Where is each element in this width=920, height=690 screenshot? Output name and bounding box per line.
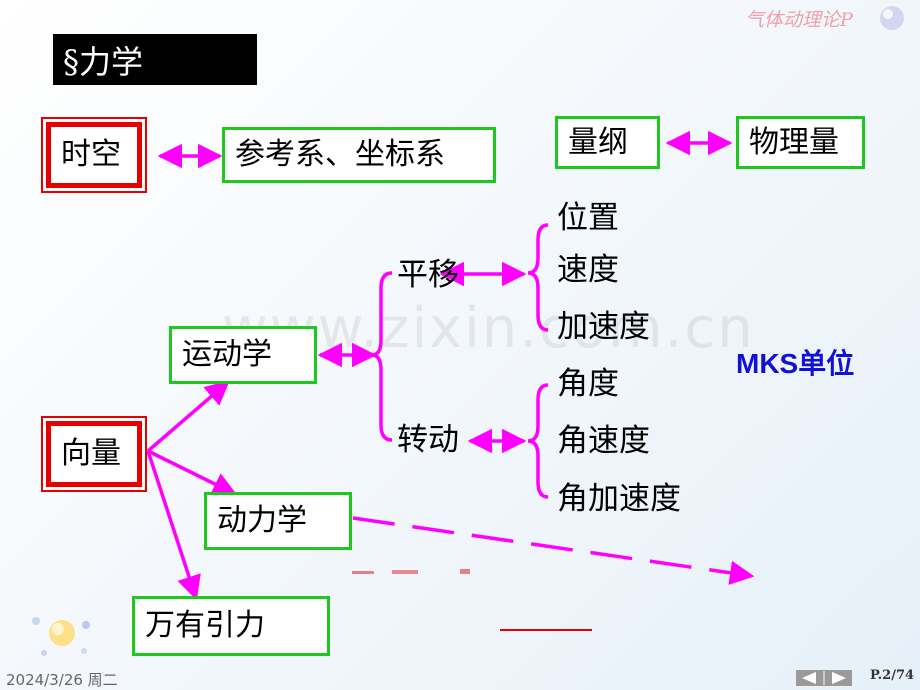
node-wuliliang: 物理量 xyxy=(736,116,865,169)
node-yundongxue: 运动学 xyxy=(169,326,317,384)
arrow-xiangliang-yundongxue xyxy=(146,380,230,453)
node-wanyouyinli: 万有引力 xyxy=(132,596,330,656)
brace-pingyi-zhuandong xyxy=(371,271,393,442)
logo-orb-icon xyxy=(880,6,904,30)
node-liangang: 量纲 xyxy=(555,116,660,169)
red-smudge-decoration xyxy=(352,569,470,574)
label-zhuandong: 转动 xyxy=(397,422,459,458)
label-sudu: 速度 xyxy=(557,252,619,288)
orbs-decoration-icon xyxy=(32,617,90,656)
header-logo-text: 气体动理论P xyxy=(745,9,853,31)
node-cankaoxi: 参考系、坐标系 xyxy=(222,127,496,183)
label-pingyi: 平移 xyxy=(397,257,459,293)
red-underline-decoration xyxy=(500,629,592,631)
label-jiaosudu: 角速度 xyxy=(557,423,650,459)
arrow-xiangliang-wanyouyinli xyxy=(146,450,201,601)
section-title: §力学 xyxy=(53,34,257,85)
node-shikong: 时空 xyxy=(43,119,145,191)
dashed-arrow-donglixue xyxy=(352,516,755,585)
node-donglixue: 动力学 xyxy=(204,492,352,550)
footer-date: 2024/3/26 周二 xyxy=(6,671,118,689)
node-xiangliang: 向量 xyxy=(43,418,145,490)
mks-unit-label: MKS单位 xyxy=(736,348,855,379)
nav-arrows-icon[interactable] xyxy=(796,670,852,686)
label-jiaojiasudu: 角加速度 xyxy=(557,481,681,517)
label-jiasudu: 加速度 xyxy=(557,309,650,345)
page-number: P.2/74 xyxy=(870,668,915,683)
brace-zhuandong-items xyxy=(527,383,549,499)
brace-pingyi-items xyxy=(527,223,549,332)
label-jiaodu: 角度 xyxy=(557,366,619,402)
label-weizhi: 位置 xyxy=(557,200,619,236)
arrow-xiangliang-donglixue xyxy=(147,449,238,496)
